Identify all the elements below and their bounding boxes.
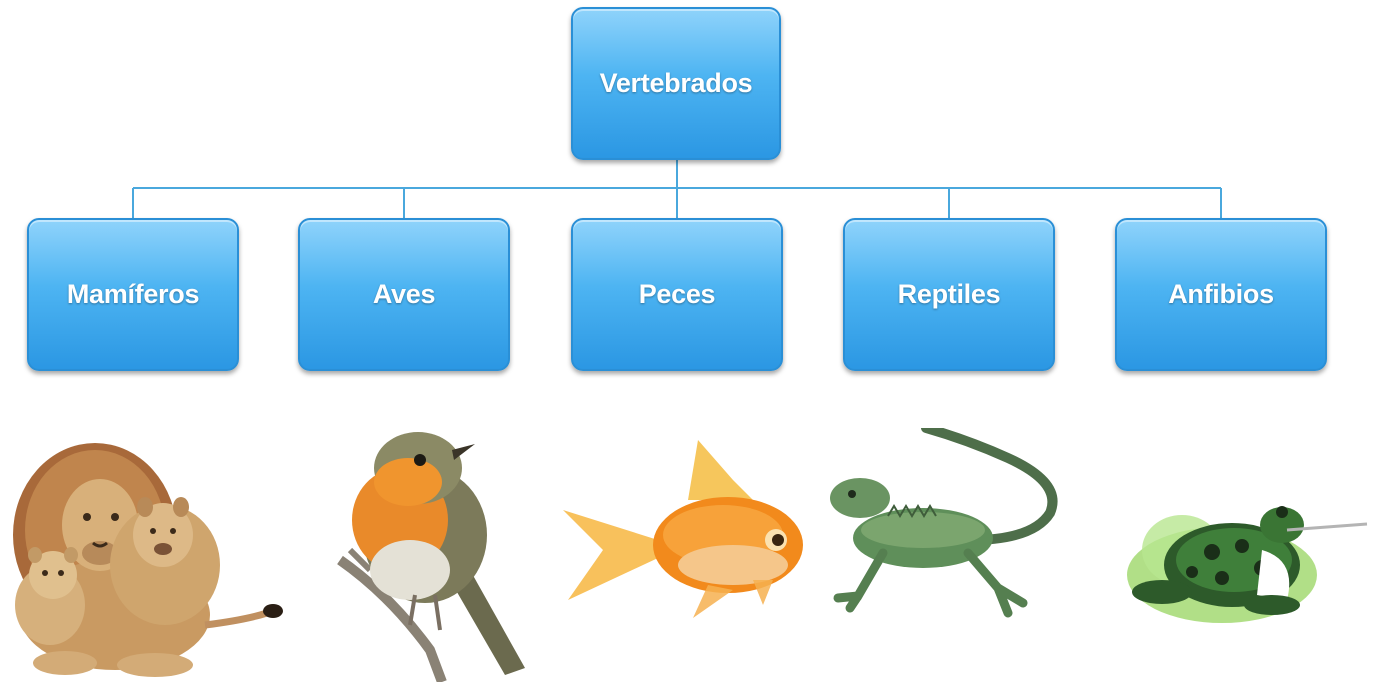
node-label: Aves [372, 279, 436, 309]
node-label: Mamíferos [66, 279, 200, 309]
node-mamiferos: Mamíferos [27, 218, 239, 371]
goldfish-icon [563, 440, 803, 618]
node-label: Reptiles [897, 279, 1001, 309]
robin-bird-icon [337, 432, 525, 682]
node-aves: Aves [298, 218, 510, 371]
root-label: Vertebrados [599, 68, 753, 98]
iguana-icon [830, 428, 1058, 618]
lion-family-icon [13, 443, 283, 677]
node-label: Anfibios [1168, 279, 1274, 309]
node-reptiles: Reptiles [843, 218, 1055, 371]
node-peces: Peces [571, 218, 783, 371]
frog-icon [1127, 506, 1368, 623]
root-node-vertebrados: Vertebrados [571, 7, 781, 160]
node-label: Peces [638, 279, 716, 309]
node-anfibios: Anfibios [1115, 218, 1327, 371]
